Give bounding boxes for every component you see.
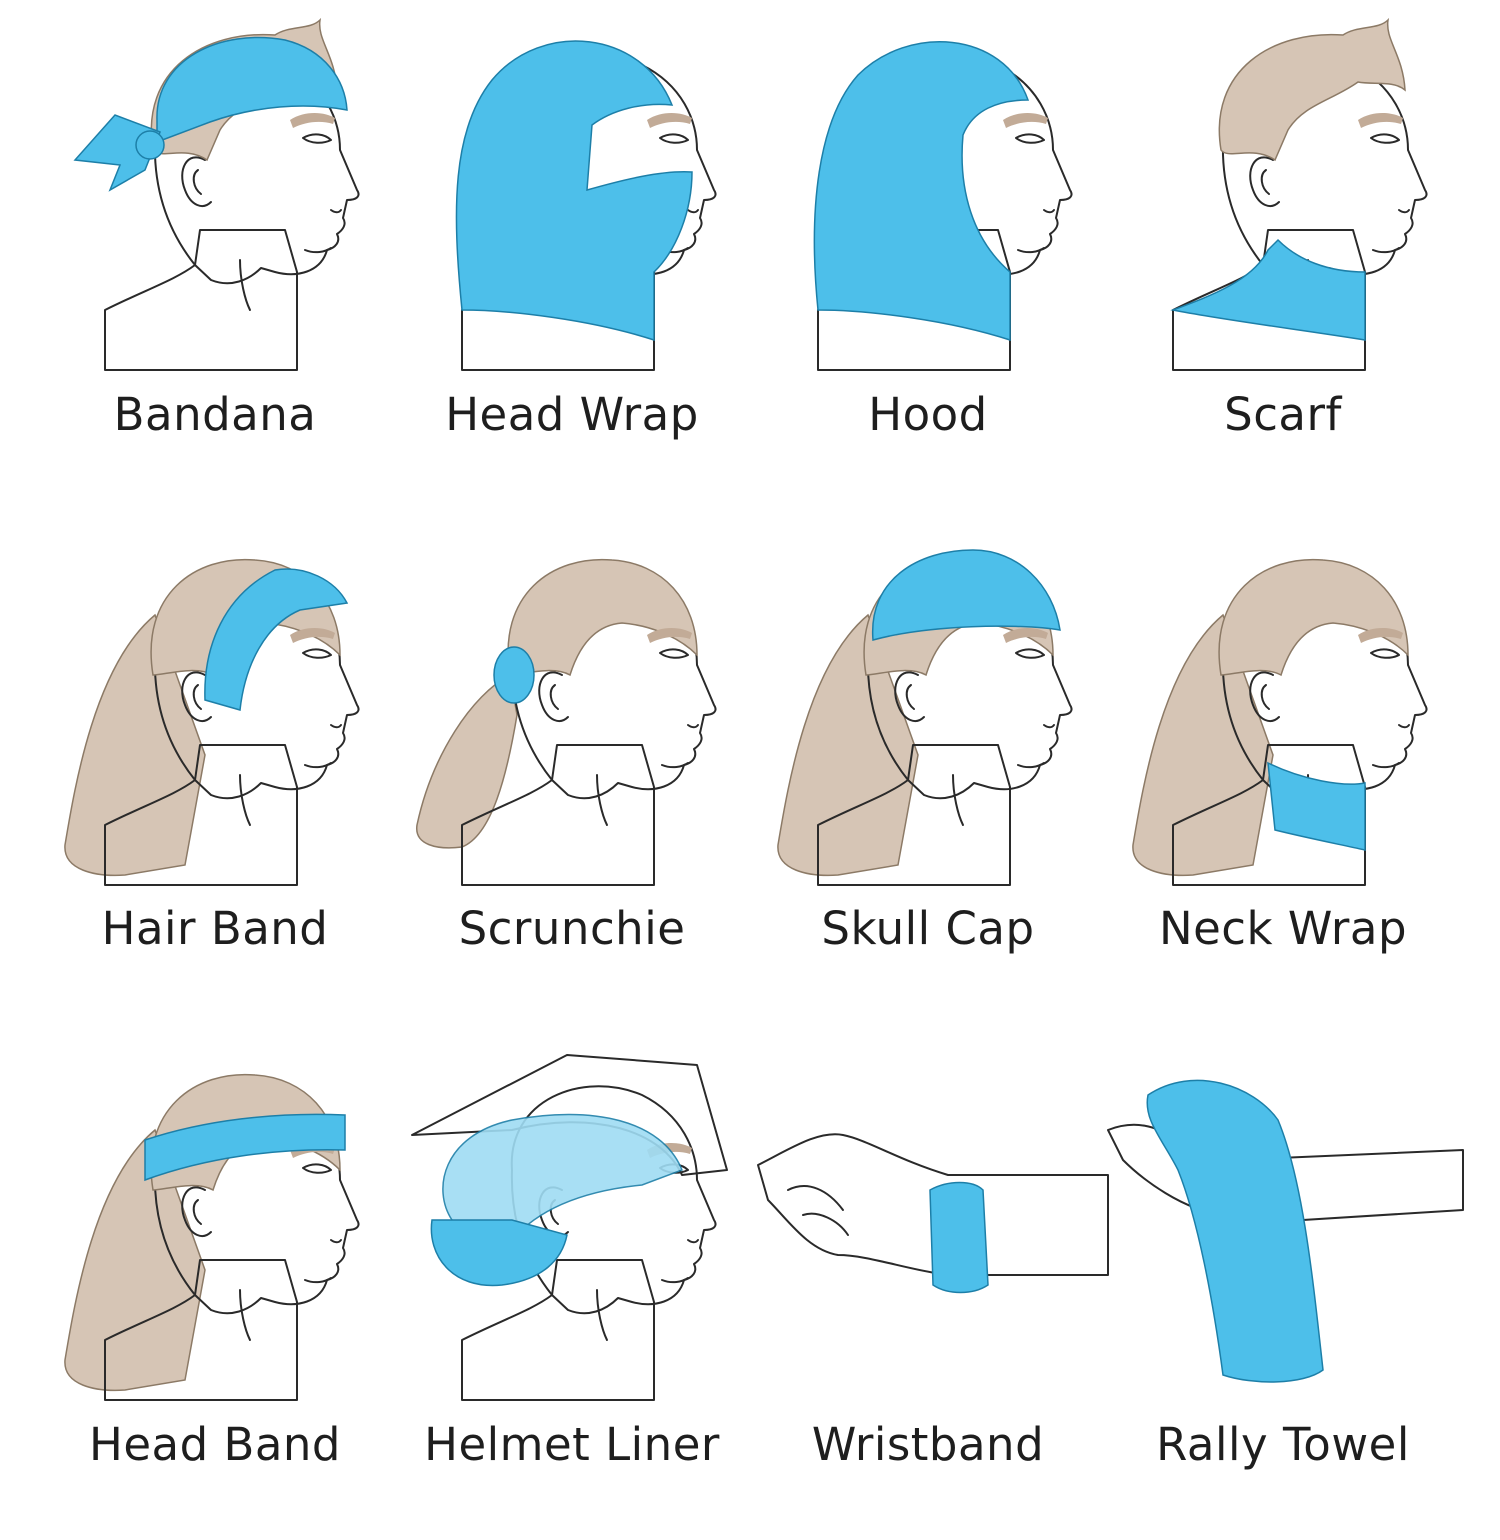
usage-cell-helmet-liner: Helmet Liner bbox=[392, 1040, 752, 1540]
head-hood-illustration bbox=[813, 41, 1073, 371]
usage-cell-head-band: Head Band bbox=[35, 1040, 395, 1540]
usage-cell-hair-band: Hair Band bbox=[35, 525, 395, 1025]
usage-label: Hair Band bbox=[101, 902, 329, 955]
hand-wristband-illustration bbox=[757, 1133, 1109, 1294]
head-skullcap-illustration bbox=[777, 549, 1073, 886]
head-headwrap-illustration bbox=[455, 40, 717, 371]
usage-label: Scrunchie bbox=[458, 902, 686, 955]
hand-towel-illustration bbox=[1107, 1079, 1464, 1383]
usage-label: Head Wrap bbox=[445, 388, 699, 441]
head-scrunchie-illustration bbox=[416, 558, 717, 886]
usage-cell-skull-cap: Skull Cap bbox=[748, 525, 1108, 1025]
usage-label: Head Band bbox=[89, 1418, 341, 1471]
usage-label: Helmet Liner bbox=[424, 1418, 720, 1471]
usage-cell-neck-wrap: Neck Wrap bbox=[1103, 525, 1463, 1025]
usage-cell-scarf: Scarf bbox=[1103, 10, 1463, 510]
usage-label: Rally Towel bbox=[1156, 1418, 1410, 1471]
usage-cell-hood: Hood bbox=[748, 10, 1108, 510]
usage-cell-head-wrap: Head Wrap bbox=[392, 10, 752, 510]
head-helmet-illustration bbox=[411, 1054, 728, 1401]
usage-label: Hood bbox=[868, 388, 988, 441]
head-hairband-illustration bbox=[64, 558, 360, 886]
head-headband-illustration bbox=[64, 1073, 360, 1401]
usage-label: Neck Wrap bbox=[1158, 902, 1408, 955]
usage-cell-bandana: Bandana bbox=[35, 10, 395, 510]
usage-cell-scrunchie: Scrunchie bbox=[392, 525, 752, 1025]
usage-label: Scarf bbox=[1224, 388, 1342, 441]
usage-label: Wristband bbox=[811, 1418, 1045, 1471]
head-bandana-illustration bbox=[73, 17, 360, 371]
head-scarf-illustration bbox=[1170, 17, 1428, 371]
usage-label: Bandana bbox=[113, 388, 317, 441]
usage-label: Skull Cap bbox=[821, 902, 1035, 955]
usage-cell-wristband: Wristband bbox=[748, 1040, 1109, 1540]
usage-cell-rally-towel: Rally Towel bbox=[1103, 1040, 1464, 1540]
head-neckwrap-illustration bbox=[1132, 558, 1428, 886]
